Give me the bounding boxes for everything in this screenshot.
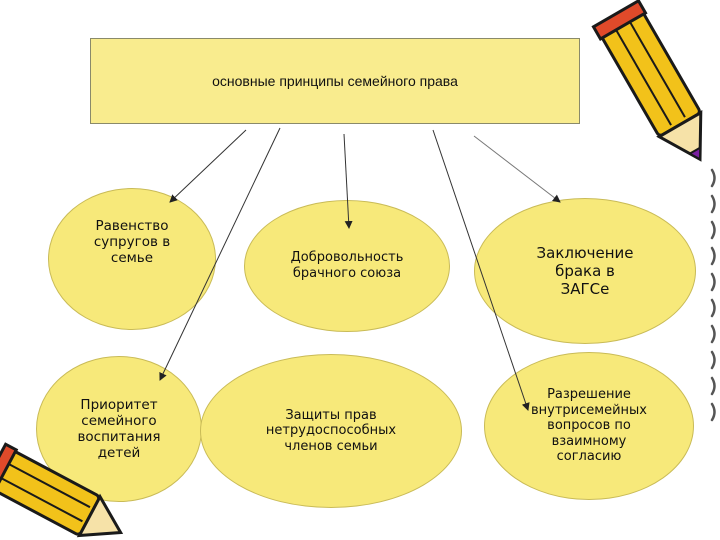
- pencil-icon-bottom-left: [0, 444, 132, 540]
- arrow-to-registry: [474, 136, 560, 202]
- arrow-to-equality: [170, 130, 246, 202]
- arrow-to-child-priority: [160, 128, 280, 380]
- right-border-decoration: [712, 170, 715, 420]
- pencil-icon-top-right: [593, 1, 720, 172]
- arrow-to-voluntariness: [344, 134, 349, 228]
- arrow-to-mutual-agreement: [433, 130, 528, 410]
